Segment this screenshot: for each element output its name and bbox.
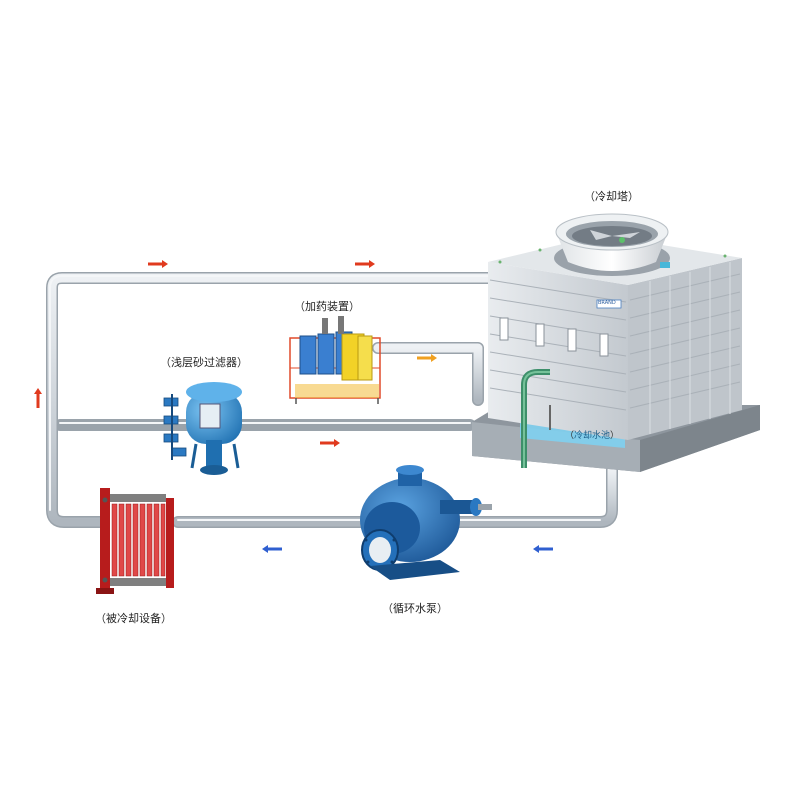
sand-filter — [163, 382, 242, 475]
flow-arrows — [34, 260, 553, 553]
dosing-device-label-text: 加药装置 — [305, 300, 349, 313]
pipe-network — [46, 272, 618, 528]
circulating-pump-label-text: 循环水泵 — [393, 602, 437, 615]
cooled-equipment-label-text: 被冷却设备 — [106, 612, 161, 625]
top-pipe-arrow-1 — [148, 260, 168, 268]
sand-filter-label: （浅层砂过滤器） — [160, 356, 248, 369]
cooling-tower — [472, 213, 760, 472]
left-pipe-arrow — [34, 388, 42, 408]
basin-label-text: 冷却水池 — [574, 431, 611, 441]
cooling-tower-label: （冷却塔） — [584, 190, 639, 203]
circulating-pump — [360, 465, 492, 580]
cooled-equipment-label: （被冷却设备） — [95, 612, 172, 625]
bottom-pipe-arrow-2 — [533, 545, 553, 553]
cooling-tower-label-text: 冷却塔 — [595, 190, 628, 203]
middle-pipe-arrow — [320, 439, 340, 447]
dosing-arrow — [417, 354, 437, 362]
sand-filter-label-text: 浅层砂过滤器 — [171, 356, 237, 369]
circulating-pump-label: （循环水泵） — [382, 602, 448, 615]
top-pipe-arrow-2 — [355, 260, 375, 268]
tower-badge: BRAND — [598, 300, 616, 306]
plate-heat-exchanger — [96, 488, 174, 594]
dosing-device — [289, 316, 381, 404]
dosing-device-label: （加药装置） — [294, 300, 360, 313]
bottom-pipe-arrow-1 — [262, 545, 282, 553]
basin-label: （冷却水池） — [565, 431, 620, 441]
